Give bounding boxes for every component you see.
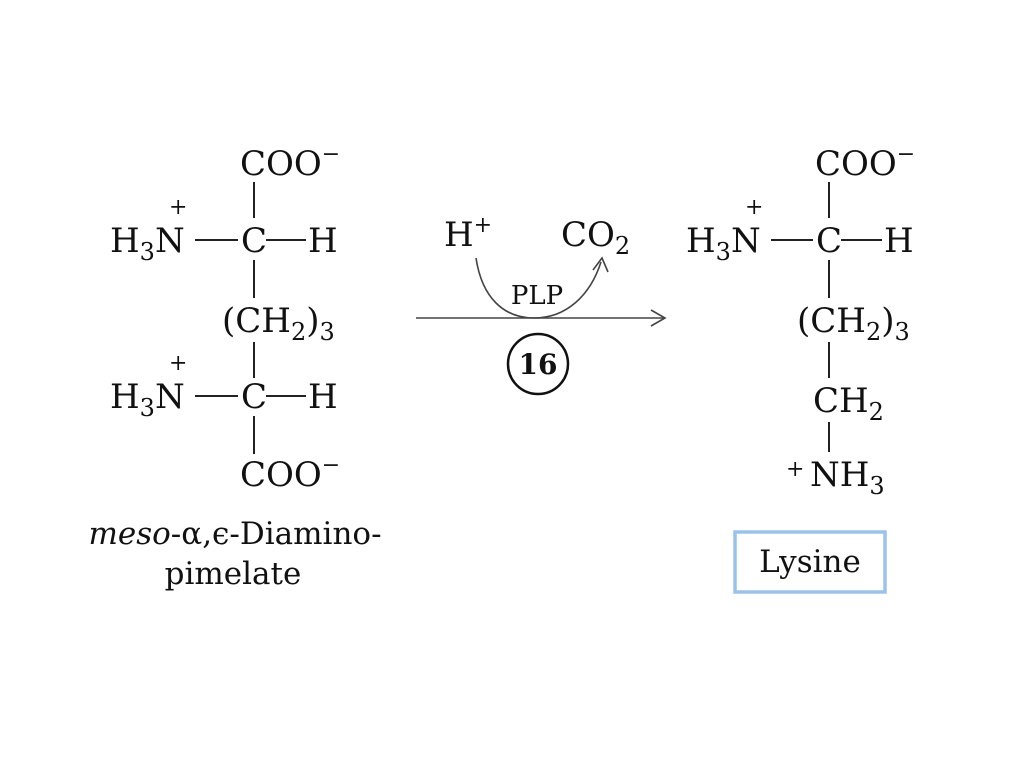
product-name-highlight-box xyxy=(733,530,887,594)
cofactor-label: PLP xyxy=(511,281,563,311)
substrate-lower-hydrogen: H xyxy=(308,377,338,417)
reaction-arrow-group: H+ CO2 PLP 16 xyxy=(416,213,667,396)
substrate-lower-amine: H3N xyxy=(110,377,185,422)
product-name: Lysine xyxy=(759,544,861,580)
step-number-circle xyxy=(506,332,570,396)
substrate-name-line1: meso-α,ϵ-Diamino- xyxy=(88,516,381,552)
substrate-upper-n-charge: + xyxy=(169,195,187,220)
proton-label: H+ xyxy=(444,213,492,255)
product-methylene-chain: (CH2)3 xyxy=(797,301,910,346)
substrate-carboxyl-bottom: COO− xyxy=(240,453,340,495)
decarboxylation-curved-arrow xyxy=(475,257,602,319)
product-epsilon-amine: NH3 xyxy=(810,455,885,500)
substrate-carboxyl-top: COO− xyxy=(240,142,340,184)
decarboxylation-arrow-head xyxy=(592,256,609,273)
product-epsilon-n-charge: + xyxy=(786,457,804,482)
substrate-name-line2: pimelate xyxy=(165,556,302,592)
substrate-lower-n-charge: + xyxy=(169,351,187,376)
substrate-upper-carbon: C xyxy=(241,221,267,261)
product-ch2: CH2 xyxy=(813,381,884,426)
co2-label: CO2 xyxy=(561,215,630,260)
step-number: 16 xyxy=(519,348,558,381)
product-alpha-n-charge: + xyxy=(745,195,763,220)
substrate-lower-carbon: C xyxy=(241,377,267,417)
substrate-upper-amine: H3N xyxy=(110,221,185,266)
substrate-structure: COO− + H3N C H (CH2)3 + H3N C H COO− mes… xyxy=(88,142,381,592)
product-structure: COO− + H3N C H (CH2)3 CH2 + NH3 Lysine xyxy=(686,142,915,594)
product-alpha-carbon: C xyxy=(816,221,842,261)
reaction-arrow-head xyxy=(650,309,667,327)
product-alpha-amine: H3N xyxy=(686,221,761,266)
product-carboxyl: COO− xyxy=(815,142,915,184)
product-alpha-hydrogen: H xyxy=(884,221,914,261)
substrate-methylene-chain: (CH2)3 xyxy=(222,301,335,346)
substrate-upper-hydrogen: H xyxy=(308,221,338,261)
